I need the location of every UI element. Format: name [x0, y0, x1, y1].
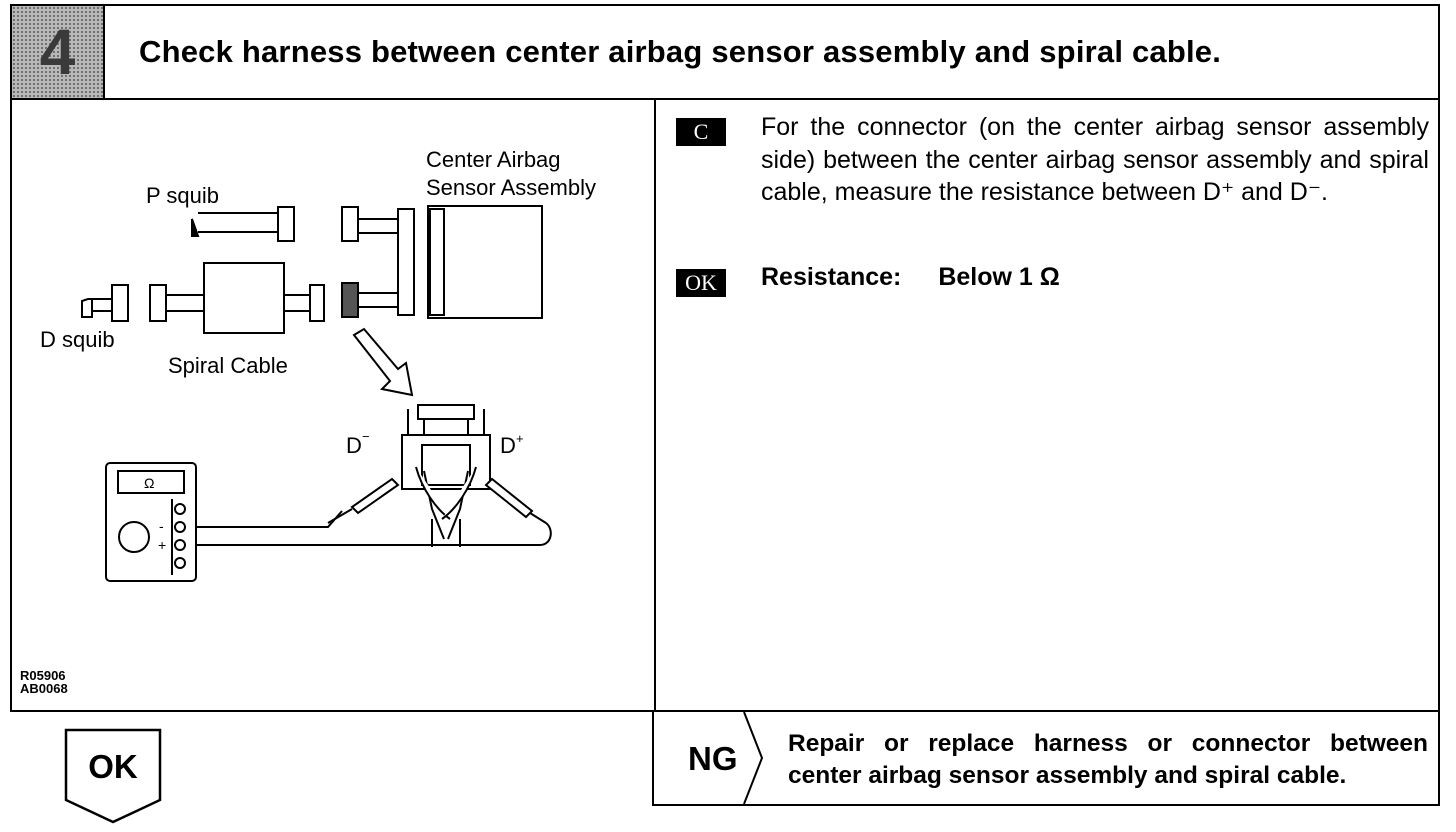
spiral-cable-label: Spiral Cable	[168, 353, 288, 378]
instruction-panel: C For the connector (on the center airba…	[656, 99, 1440, 710]
test-probes	[327, 477, 547, 524]
multimeter	[105, 462, 197, 582]
wiring-diagram-svg: P squib Center Airbag Sensor Assembly D …	[40, 147, 596, 582]
resistance-label: Resistance:	[761, 263, 902, 291]
ng-result-label: NG	[688, 740, 738, 777]
p-squib-connector	[191, 206, 295, 242]
figure-id: AB0068	[20, 681, 68, 696]
connector-detail	[401, 404, 491, 547]
step-number: 4	[39, 16, 76, 88]
sensor-connectors	[341, 206, 415, 318]
meter-leads	[188, 510, 552, 546]
step-number-badge: 4	[12, 6, 105, 98]
ok-result-shape	[64, 728, 162, 824]
wiring-diagram: P squib Center Airbag Sensor Assembly D …	[12, 99, 654, 710]
center-airbag-sensor-assembly	[427, 205, 543, 319]
sensor-assembly-label: Sensor Assembly	[426, 175, 596, 200]
ng-chevron-icon	[743, 712, 764, 804]
resistance-spec: Resistance: Below 1 Ω	[761, 263, 1060, 292]
center-airbag-label: Center Airbag	[426, 147, 561, 172]
check-badge: C	[676, 118, 726, 146]
ok-badge: OK	[676, 269, 726, 297]
d-minus-label: D	[346, 433, 362, 458]
ohm-symbol: Ω	[144, 475, 154, 491]
instruction-text: For the connector (on the center airbag …	[761, 113, 1429, 206]
p-squib-label: P squib	[146, 183, 219, 208]
d-minus-sign: −	[362, 429, 370, 444]
d-plus-sign: +	[516, 431, 524, 446]
ok-result-label: OK	[88, 748, 138, 785]
figure-ids: R05906 AB0068	[20, 669, 68, 695]
meter-minus: -	[159, 518, 164, 534]
d-squib-label: D squib	[40, 327, 115, 352]
figure-id: R05906	[20, 668, 66, 683]
resistance-value: Below 1 Ω	[938, 263, 1060, 291]
d-plus-label: D	[500, 433, 516, 458]
ng-result-text: Repair or replace harness or connector b…	[788, 730, 1428, 789]
spiral-cable-body	[81, 262, 325, 334]
meter-plus: +	[158, 537, 166, 553]
step-header: 4 Check harness between center airbag se…	[10, 4, 1440, 100]
detail-arrow	[352, 327, 414, 397]
column-divider	[654, 99, 656, 710]
main-panel: P squib Center Airbag Sensor Assembly D …	[10, 99, 1440, 712]
ng-result-box: NG Repair or replace harness or connecto…	[652, 710, 1440, 806]
step-title: Check harness between center airbag sens…	[139, 34, 1222, 69]
